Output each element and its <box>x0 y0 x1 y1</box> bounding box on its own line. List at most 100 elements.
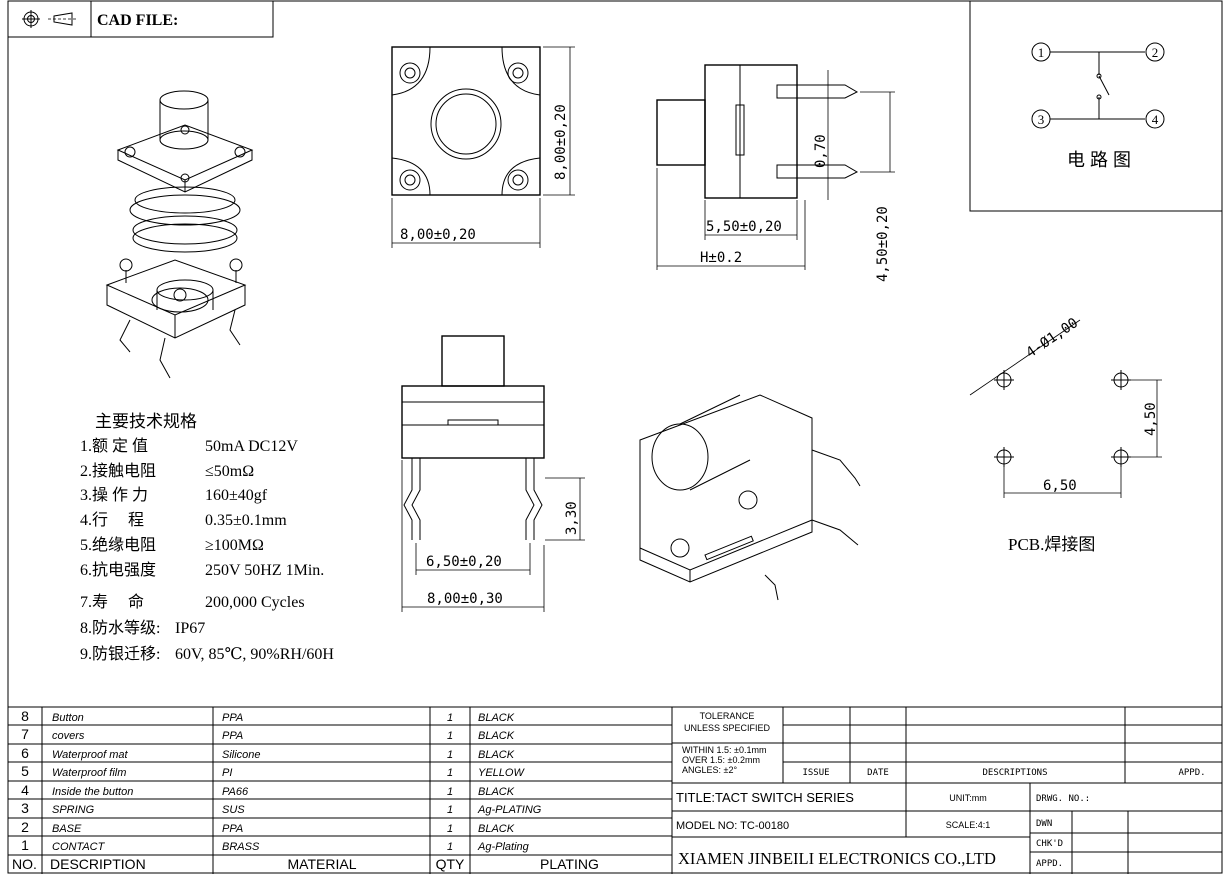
bom-cell-description: Waterproof film <box>52 767 126 779</box>
unit-label: UNIT:mm <box>949 793 987 803</box>
tolerance-within: WITHIN 1.5: ±0.1mm <box>682 745 766 755</box>
bom-cell-description: CONTACT <box>52 841 106 853</box>
bom-header-no: NO. <box>12 856 37 872</box>
header-box: CAD FILE: <box>7 0 274 38</box>
bom-cell-description: SPRING <box>52 804 95 816</box>
drawn-by-label: DWN <box>1036 819 1052 829</box>
bom-row: 3 SPRING SUS 1 Ag-PLATING <box>21 800 542 816</box>
spec-value: ≥100MΩ <box>205 537 264 554</box>
issue-header: ISSUE <box>802 768 829 778</box>
top-width-dimension: 8,00±0,20 <box>400 227 476 243</box>
spec-label: 2.接触电阻 <box>80 462 156 480</box>
top-height-dimension: 8,00±0,20 <box>553 104 569 180</box>
circuit-pin-2: 2 <box>1152 45 1159 60</box>
side-body-dimension: 5,50±0,20 <box>706 219 782 235</box>
drawing-title: TITLE:TACT SWITCH SERIES <box>676 790 854 805</box>
circuit-pin-1: 1 <box>1038 45 1045 60</box>
drawing-number-label: DRWG. NO.: <box>1036 794 1090 804</box>
bom-cell-qty: 1 <box>447 712 453 724</box>
spec-value: IP67 <box>175 620 205 637</box>
bom-cell-no: 3 <box>21 800 29 816</box>
circuit-pin-3: 3 <box>1038 112 1045 127</box>
bom-header-qty: QTY <box>436 856 465 872</box>
bom-cell-qty: 1 <box>447 730 453 742</box>
bom-cell-qty: 1 <box>447 841 453 853</box>
pcb-layout: 4-Ø1,00 4,50 6,50 PCB.焊接图 <box>969 315 1162 554</box>
pcb-vertical-dimension: 4,50 <box>1143 402 1159 436</box>
side-pin-gap-dimension: 0,70 <box>813 134 829 168</box>
specs-title: 主要技术规格 <box>95 412 197 431</box>
bom-header-description: DESCRIPTION <box>50 856 146 872</box>
bom-cell-no: 2 <box>21 819 29 835</box>
specifications: 主要技术规格 1.额 定 值 50mA DC12V 2.接触电阻 ≤50mΩ 3… <box>80 412 334 663</box>
front-width-dimension: 8,00±0,30 <box>427 591 503 607</box>
bom-header-plating: PLATING <box>540 856 599 872</box>
bom-cell-qty: 1 <box>447 804 453 816</box>
bom-cell-qty: 1 <box>447 767 453 779</box>
bom-cell-description: Button <box>52 712 84 724</box>
bom-cell-plating: BLACK <box>478 823 515 835</box>
circuit-title: 电 路 图 <box>1067 150 1131 170</box>
tolerance-angles: ANGLES: ±2° <box>682 765 737 775</box>
bom-cell-no: 8 <box>21 708 29 724</box>
bom-cell-plating: BLACK <box>478 730 515 742</box>
front-pin-span-dimension: 6,50±0,20 <box>426 554 502 570</box>
spec-label: 4.行 程 <box>80 511 144 529</box>
tolerance-label: TOLERANCE <box>700 711 755 721</box>
bom-cell-qty: 1 <box>447 823 453 835</box>
bom-cell-plating: Ag-Plating <box>477 841 530 853</box>
front-view: 3,30 6,50±0,20 8,00±0,30 <box>401 335 585 612</box>
pcb-title: PCB.焊接图 <box>1008 535 1095 554</box>
spec-value: 60V, 85℃, 90%RH/60H <box>175 646 334 663</box>
bom-cell-description: Inside the button <box>52 786 133 798</box>
approved-by-label: APPD. <box>1036 859 1063 869</box>
bom-cell-no: 6 <box>21 745 29 761</box>
bom-cell-no: 4 <box>21 782 29 798</box>
spec-label: 5.绝缘电阻 <box>80 536 156 554</box>
spec-label: 7.寿 命 <box>80 593 144 611</box>
bom-cell-plating: BLACK <box>478 749 515 761</box>
scale-label: SCALE:4:1 <box>946 820 991 830</box>
sheet-border <box>7 0 1223 874</box>
bom-cell-no: 1 <box>21 837 29 853</box>
spec-value: 250V 50HZ 1Min. <box>205 562 324 579</box>
bom-cell-material: PPA <box>222 730 243 742</box>
bom-cell-material: BRASS <box>222 841 260 853</box>
bom-cell-no: 7 <box>21 726 29 742</box>
cad-file-label: CAD FILE: <box>97 12 178 29</box>
bom-cell-description: covers <box>52 730 85 742</box>
third-angle-projection-icon <box>22 10 78 28</box>
descriptions-header: DESCRIPTIONS <box>982 768 1047 778</box>
bom-cell-qty: 1 <box>447 786 453 798</box>
spec-value: 50mA DC12V <box>205 438 298 455</box>
pcb-horizontal-dimension: 6,50 <box>1043 478 1077 494</box>
model-number: MODEL NO: TC-00180 <box>676 820 789 832</box>
bom-cell-no: 5 <box>21 763 29 779</box>
bom-cell-material: SUS <box>222 804 245 816</box>
spec-label: 6.抗电强度 <box>80 561 156 579</box>
spec-label: 9.防银迁移: <box>80 645 160 663</box>
spec-value: ≤50mΩ <box>205 463 254 480</box>
bom-cell-plating: BLACK <box>478 712 515 724</box>
bom-cell-qty: 1 <box>447 749 453 761</box>
tolerance-over: OVER 1.5: ±0.2mm <box>682 755 760 765</box>
front-pin-height-dimension: 3,30 <box>564 501 580 535</box>
spec-value: 0.35±0.1mm <box>205 512 287 529</box>
date-header: DATE <box>867 768 889 778</box>
bom-row: 7 covers PPA 1 BLACK <box>21 726 515 742</box>
side-total-dimension: H±0.2 <box>700 250 742 266</box>
appd-header: APPD. <box>1178 768 1205 778</box>
top-view: 8,00±0,20 8,00±0,20 <box>391 46 575 248</box>
bom-cell-description: Waterproof mat <box>52 749 129 761</box>
bom-cell-material: PI <box>222 767 232 779</box>
pcb-hole-dimension: 4-Ø1,00 <box>1023 315 1081 361</box>
title-block: TOLERANCE UNLESS SPECIFIED WITHIN 1.5: ±… <box>672 707 1222 874</box>
bom-cell-plating: BLACK <box>478 786 515 798</box>
side-pin-span-dimension: 4,50±0,20 <box>875 206 891 282</box>
bom-cell-plating: Ag-PLATING <box>477 804 542 816</box>
